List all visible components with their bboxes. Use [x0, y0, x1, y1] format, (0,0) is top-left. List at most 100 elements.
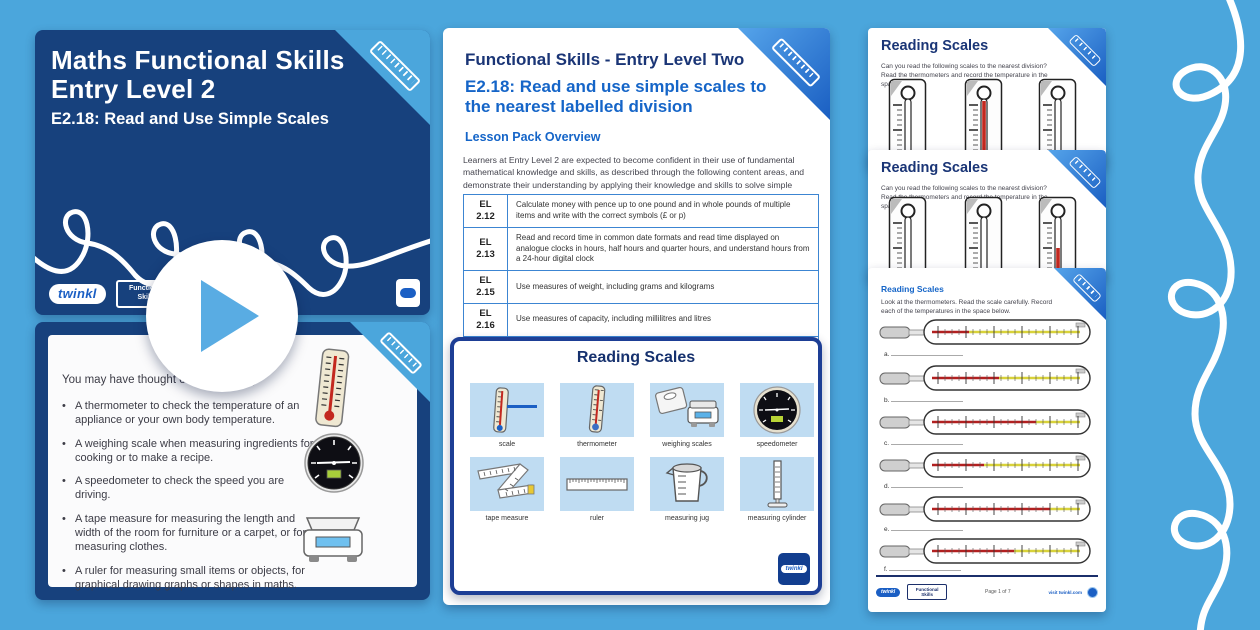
pack-subtitle: E2.18: Read and Use Simple Scales [51, 110, 329, 128]
pack-title: Maths Functional Skills Entry Level 2 [51, 45, 345, 105]
horizontal-thermometer-image [879, 538, 1091, 564]
answer-line: e. [884, 525, 964, 533]
horizontal-thermometer-image [879, 452, 1091, 478]
speedometer-icon [753, 386, 801, 434]
footer-divider [876, 575, 1098, 577]
list-item: A thermometer to check the temperature o… [62, 399, 314, 428]
answer-label: c. [884, 440, 890, 447]
reading-scales-slide: Reading Scales [450, 337, 822, 595]
scale-icon [493, 387, 537, 433]
row-code: EL 2.13 [463, 226, 508, 272]
list-item: A tape measure for measuring the length … [62, 512, 314, 555]
worksheet-instructions: Look at the thermometers. Read the scale… [881, 299, 1053, 316]
background-squiggle-decoration [1167, 0, 1245, 630]
thoughts-list: A thermometer to check the temperature o… [62, 399, 314, 592]
ruler-icon [566, 478, 628, 491]
ruler-corner-badge [738, 28, 830, 120]
vertical-thermometer-image [1038, 196, 1077, 280]
horizontal-thermometer-image [879, 496, 1091, 522]
answer-label: b. [884, 397, 890, 404]
thermometer-image [315, 348, 350, 428]
twinkl-quality-badge [1087, 586, 1098, 598]
answer-line: d. [884, 482, 964, 490]
row-code: EL 2.12 [463, 194, 508, 228]
tile-label: tape measure [485, 515, 529, 522]
worksheet-title: Reading Scales [881, 38, 989, 54]
answer-label: a. [884, 351, 890, 358]
table-row: EL 2.15 Use measures of weight, includin… [463, 270, 819, 304]
answer-blank[interactable] [891, 350, 964, 356]
measuring-cylinder-image-tile [740, 457, 814, 511]
weighing-scales-image-tile [650, 383, 724, 437]
twinkl-logo: twinkl [49, 283, 106, 304]
horizontal-thermometer-image [879, 409, 1091, 435]
section-heading: Lesson Pack Overview [465, 130, 601, 144]
list-item: A speedometer to check the speed you are… [62, 474, 314, 503]
vertical-thermometer-image [888, 78, 927, 168]
answer-label: d. [884, 483, 890, 490]
table-row: EL 2.13 Read and record time in common d… [463, 226, 819, 272]
tile-label: measuring cylinder [747, 515, 807, 522]
twinkl-cloud-icon [400, 288, 416, 298]
tile-label: scale [498, 441, 516, 448]
twinkl-link[interactable]: visit twinkl.com [1048, 589, 1082, 595]
answer-label: f. [884, 566, 888, 573]
worksheet-preview-2: Reading Scales Can you read the followin… [868, 150, 1106, 280]
answer-blank[interactable] [891, 482, 964, 488]
table-row: EL 2.16 Use measures of capacity, includ… [463, 302, 819, 337]
tile-label: weighing scales [662, 441, 712, 448]
weighing-scales-icon [655, 386, 719, 427]
page-subtitle: E2.18: Read and use simple scales to the… [465, 77, 767, 117]
row-text: Use measures of weight, including grams … [507, 270, 819, 304]
answer-blank[interactable] [891, 525, 964, 531]
measuring-cylinder-icon [767, 460, 788, 508]
slide-title: Reading Scales [576, 349, 696, 366]
tile-label: speedometer [756, 441, 798, 448]
table-row: EL 2.12 Calculate money with pence up to… [463, 194, 819, 228]
tile-label: thermometer [577, 441, 617, 448]
functional-skills-badge: Functional Skills [907, 584, 948, 600]
vertical-thermometer-image [964, 196, 1003, 280]
row-text: Read and record time in common date form… [507, 226, 819, 272]
ruler-corner-badge [335, 30, 430, 125]
page-number: Page 1 of 7 [985, 589, 1011, 595]
answer-blank[interactable] [889, 565, 962, 571]
answer-blank[interactable] [891, 396, 964, 402]
row-text: Use measures of capacity, including mill… [507, 302, 819, 337]
list-item: A ruler for measuring small items or obj… [62, 564, 314, 593]
answer-label: e. [884, 526, 890, 533]
play-button[interactable] [146, 240, 298, 392]
measuring-jug-image-tile [650, 457, 724, 511]
worksheet-preview-1: Reading Scales Can you read the followin… [868, 28, 1106, 168]
horizontal-thermometer-image [879, 319, 1091, 345]
twinkl-logo: twinkl [778, 553, 810, 585]
row-code: EL 2.16 [463, 302, 508, 337]
speedometer-image [304, 433, 364, 493]
cover-slide: Maths Functional Skills Entry Level 2 E2… [35, 30, 430, 315]
worksheet-title: Reading Scales [881, 160, 989, 176]
row-code: EL 2.15 [463, 270, 508, 304]
ruler-image-tile [560, 457, 634, 511]
answer-blank[interactable] [890, 439, 963, 445]
answer-line: f. [884, 565, 962, 573]
tape-measure-icon [477, 463, 535, 499]
answer-line: a. [884, 350, 964, 358]
list-item: A weighing scale when measuring ingredie… [62, 437, 314, 466]
ruler-corner-badge [1048, 28, 1106, 86]
ruler-corner-badge [350, 322, 430, 402]
row-text: Calculate money with pence up to one pou… [507, 194, 819, 228]
play-icon [201, 280, 259, 352]
vertical-thermometer-image [888, 196, 927, 280]
thermometer-image-tile [560, 383, 634, 437]
answer-line: b. [884, 396, 964, 404]
tile-label: measuring jug [665, 515, 709, 522]
worksheet-footer: twinkl Functional Skills Page 1 of 7 vis… [876, 580, 1098, 604]
weighing-scale-image [303, 517, 363, 562]
page-title: Functional Skills - Entry Level Two [465, 50, 745, 69]
worksheet-preview-3: Reading Scales Look at the thermometers.… [868, 268, 1106, 612]
thermometer-icon [588, 385, 606, 433]
measuring-jug-icon [665, 463, 708, 502]
tape-measure-image-tile [470, 457, 544, 511]
tile-label: ruler [589, 515, 604, 522]
twinkl-logo: twinkl [876, 587, 901, 597]
